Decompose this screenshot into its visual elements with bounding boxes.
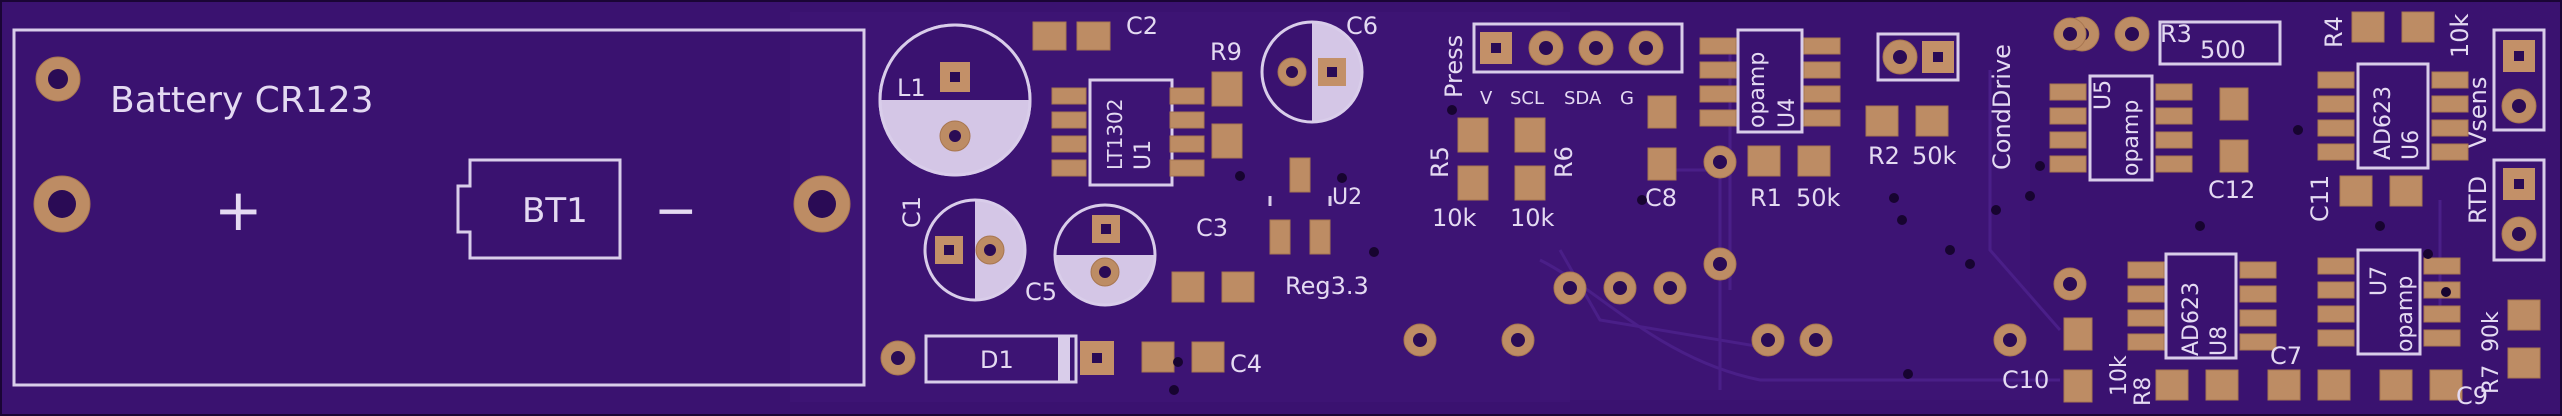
label-R5: R5 xyxy=(1426,146,1454,178)
label-RTD: RTD xyxy=(2464,176,2492,224)
label-R1-value: 50k xyxy=(1796,184,1841,212)
through-hole-pads xyxy=(1403,17,2087,357)
U6-component xyxy=(2317,62,2469,170)
C6-component xyxy=(1260,20,1364,124)
Press-connector xyxy=(1472,22,1684,74)
label-SDA: SDA xyxy=(1564,88,1602,109)
label-U4-value: opamp xyxy=(1745,52,1770,128)
Vsens-connector xyxy=(2492,28,2546,132)
label-R1: R1 xyxy=(1750,184,1782,212)
CondDrive-connector xyxy=(1876,32,1960,82)
battery-minus-symbol: − xyxy=(654,181,698,241)
label-SCL: SCL xyxy=(1510,88,1544,109)
label-L1: L1 xyxy=(897,74,926,102)
copper-pour-main xyxy=(1540,110,2030,400)
label-Reg: Reg3.3 xyxy=(1285,272,1369,300)
label-U5: U5 xyxy=(2091,80,2116,110)
L1-component xyxy=(878,23,1032,177)
label-R4-value: 10k xyxy=(2446,13,2474,58)
R5-component xyxy=(1457,117,1489,201)
U4-component xyxy=(1699,28,1841,134)
label-U2: U2 xyxy=(1332,185,1362,210)
label-G: G xyxy=(1620,88,1634,109)
R1-component xyxy=(1747,145,1831,177)
label-C8: C8 xyxy=(1645,184,1677,212)
label-C9: C9 xyxy=(2456,382,2488,410)
C11-component xyxy=(2339,175,2423,207)
battery-outline xyxy=(12,28,866,387)
label-U1: U1 xyxy=(1131,140,1156,170)
label-C2: C2 xyxy=(1126,12,1158,40)
R4-component xyxy=(2351,11,2435,43)
R7-component xyxy=(2507,299,2541,379)
C4-component xyxy=(1141,341,1225,373)
label-R6-value: 10k xyxy=(1510,204,1555,232)
label-R8-value: 10k xyxy=(2107,355,2132,396)
label-U7: U7 xyxy=(2367,266,2392,296)
label-LT1302: LT1302 xyxy=(1103,98,1127,170)
label-U6: U6 xyxy=(2399,130,2424,160)
R8-component xyxy=(2155,369,2239,401)
vias xyxy=(1169,105,2451,395)
U7-component xyxy=(2317,248,2461,356)
label-D1: D1 xyxy=(980,346,1014,374)
label-R9: R9 xyxy=(1210,38,1242,66)
battery-symbol xyxy=(456,158,622,260)
label-C10: C10 xyxy=(2002,366,2049,394)
label-U8: U8 xyxy=(2207,326,2232,356)
U8-component xyxy=(2127,252,2277,360)
label-U7-value: opamp xyxy=(2393,276,2418,352)
label-R6: R6 xyxy=(1550,146,1578,178)
label-C12: C12 xyxy=(2208,176,2255,204)
C7-component xyxy=(2267,369,2351,401)
R2-component xyxy=(1865,105,1949,137)
label-U4: U4 xyxy=(1775,98,1800,128)
label-C5: C5 xyxy=(1025,278,1057,306)
U1-component xyxy=(1051,78,1205,187)
C3-component xyxy=(1171,271,1255,303)
R9-component xyxy=(1211,71,1243,159)
label-C7: C7 xyxy=(2270,342,2302,370)
C12-component xyxy=(2219,87,2249,173)
label-R2: R2 xyxy=(1868,142,1900,170)
R6-component xyxy=(1514,117,1546,201)
C10-component xyxy=(2063,317,2093,403)
label-C1: C1 xyxy=(898,196,926,228)
battery-plus-symbol: + xyxy=(214,176,263,244)
U5-component xyxy=(2049,74,2193,182)
label-U8-value: AD623 xyxy=(2179,282,2204,356)
label-R2-value: 50k xyxy=(1912,142,1957,170)
C9-component xyxy=(2379,369,2463,401)
battery-title: Battery CR123 xyxy=(110,80,374,121)
label-Vsens: Vsens xyxy=(2464,77,2492,148)
label-Press: Press xyxy=(1440,35,1468,98)
label-U6-value: AD623 xyxy=(2371,86,2396,160)
C1-component xyxy=(923,198,1027,302)
label-R5-value: 10k xyxy=(1432,204,1477,232)
C2-component xyxy=(1032,21,1111,51)
label-R7-value: 90k xyxy=(2479,311,2504,352)
label-C3: C3 xyxy=(1196,214,1228,242)
label-R3: R3 xyxy=(2160,20,2192,48)
label-C11: C11 xyxy=(2306,175,2334,222)
label-C4: C4 xyxy=(1230,350,1262,378)
RTD-connector xyxy=(2492,158,2546,262)
label-R8: R8 xyxy=(2131,377,2156,406)
C8-component xyxy=(1647,95,1677,181)
label-C6: C6 xyxy=(1346,12,1378,40)
battery-designator: BT1 xyxy=(522,191,588,231)
label-CondDrive: CondDrive xyxy=(1988,44,2016,170)
label-R3-value: 500 xyxy=(2200,36,2246,64)
U2-component xyxy=(1268,157,1332,255)
label-U5-value: opamp xyxy=(2119,100,2144,176)
C5-component xyxy=(1053,203,1157,307)
D1-component xyxy=(880,334,1114,384)
label-V: V xyxy=(1480,88,1493,109)
label-R7: R7 xyxy=(2479,365,2504,394)
label-R4: R4 xyxy=(2320,16,2348,48)
